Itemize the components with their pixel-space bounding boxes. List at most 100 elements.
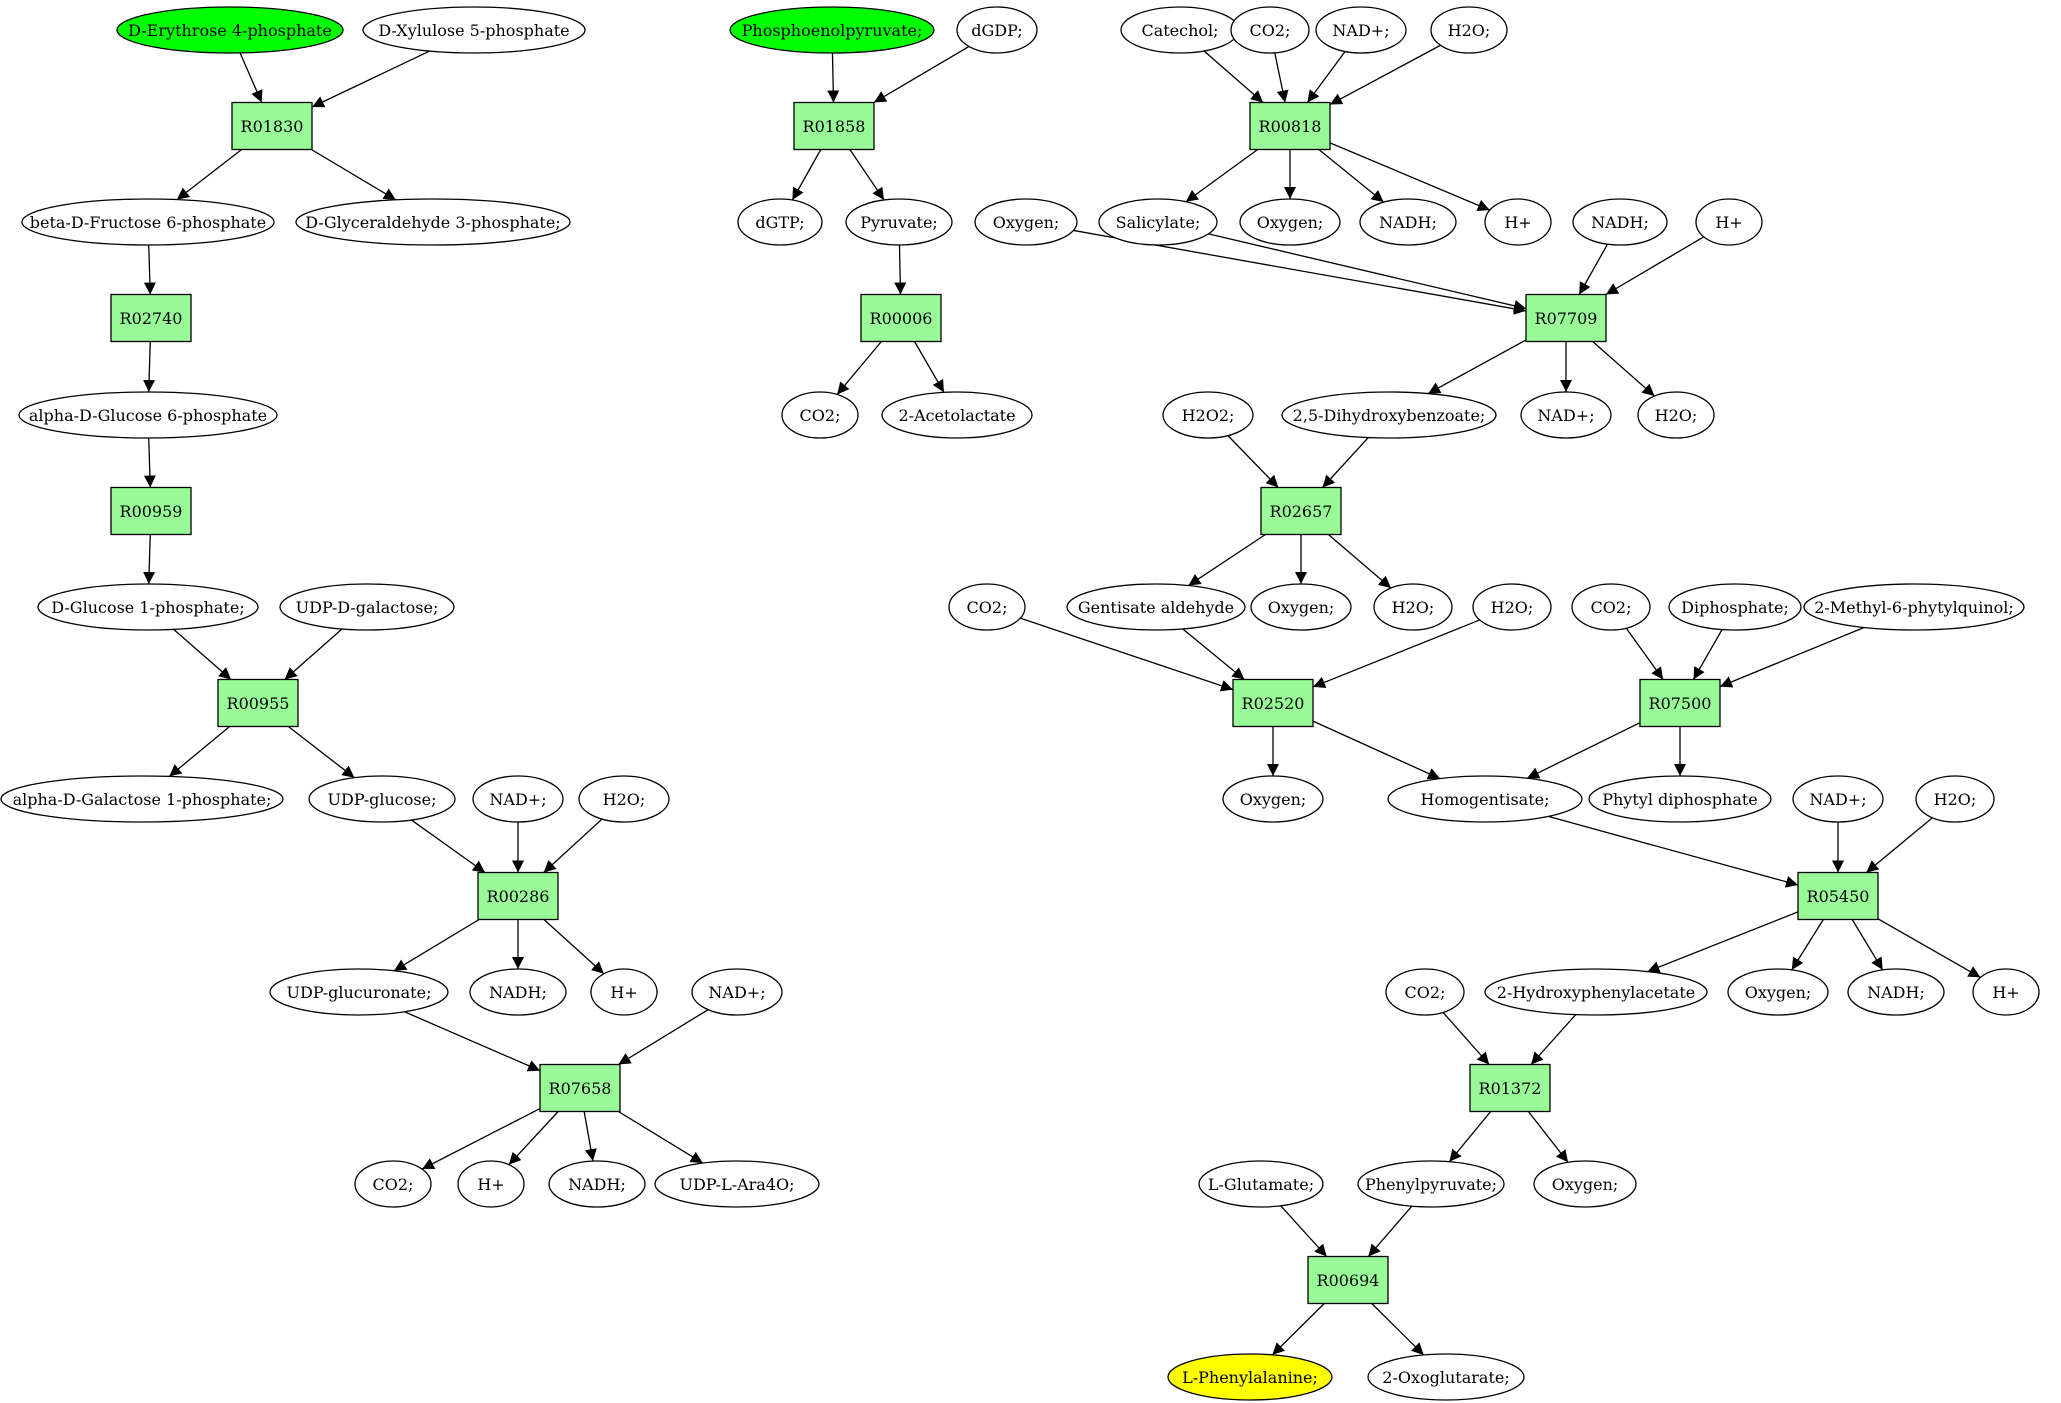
edge-r4-c8 [168, 725, 231, 777]
compound-label: H2O; [1491, 598, 1534, 617]
compound-ellipse [1472, 583, 1552, 631]
reaction-node: R02740 [110, 293, 192, 343]
compound-node: Homogentisate; [1387, 775, 1583, 823]
compound-node: NADH; [1847, 968, 1945, 1016]
compound-node: Oxygen; [1727, 968, 1829, 1016]
compound-ellipse [1315, 6, 1407, 54]
reaction-node: R00818 [1249, 101, 1331, 151]
compound-node: Oxygen; [974, 198, 1078, 246]
compound-ellipse [1533, 1160, 1637, 1208]
compound-node: NAD+; [1792, 775, 1884, 823]
compound-ellipse [1668, 583, 1802, 631]
reaction-label: R01858 [803, 117, 866, 136]
edge-r13-c50 [1526, 722, 1641, 779]
edge-c40-r11 [1227, 435, 1279, 488]
compound-label: dGDP; [971, 21, 1022, 40]
compound-label: Gentisate aldehyde [1078, 598, 1234, 617]
compound-ellipse [0, 775, 284, 823]
edge-c28-r9 [1306, 51, 1346, 103]
compound-node: Catechol; [1120, 6, 1240, 54]
compound-ellipse [279, 583, 455, 631]
compound-label: D-Xylulose 5-phosphate [378, 21, 569, 40]
compound-ellipse [590, 968, 658, 1016]
compound-label: UDP-glucose; [328, 790, 437, 809]
compound-label: H2O; [603, 790, 646, 809]
edge-c48-r13 [1719, 626, 1865, 688]
compound-label: NADH; [568, 1175, 626, 1194]
compound-node: Oxygen; [1222, 775, 1324, 823]
compound-label: CO2; [1250, 21, 1291, 40]
compound-label: H2O; [1655, 406, 1698, 425]
compound-ellipse [1281, 391, 1497, 439]
compound-node: NADH; [1572, 198, 1668, 246]
edge-r8-c25 [914, 341, 945, 393]
edge-r15-c59 [1448, 1111, 1492, 1163]
compound-ellipse [1695, 198, 1763, 246]
edge-c12-r6 [404, 1011, 541, 1072]
compound-node: Phenylpyruvate; [1357, 1160, 1505, 1208]
reaction-label: R07709 [1535, 309, 1598, 328]
compound-ellipse [354, 1160, 432, 1208]
compound-ellipse [1359, 198, 1457, 246]
compound-label: D-Glucose 1-phosphate; [51, 598, 244, 617]
edge-c44-r12 [1020, 617, 1234, 692]
compound-ellipse [1198, 1160, 1324, 1208]
compound-label: L-Phenylalanine; [1182, 1368, 1318, 1387]
edge-c54-r15 [1442, 1011, 1490, 1065]
compound-node: NAD+; [691, 968, 783, 1016]
compound-node: UDP-glucose; [308, 775, 456, 823]
reaction-box [1797, 871, 1879, 921]
reaction-box [110, 486, 192, 536]
compound-label: NADH; [1591, 213, 1649, 232]
compound-node: L-Phenylalanine; [1167, 1353, 1333, 1401]
compound-label: NADH; [489, 983, 547, 1002]
compound-node: NADH; [548, 1160, 646, 1208]
edge-r3-c6 [143, 534, 156, 585]
compound-label: NAD+; [1537, 406, 1594, 425]
reaction-box [477, 871, 559, 921]
edge-r5-c12 [393, 918, 480, 972]
edge-r6-c19 [618, 1110, 704, 1164]
compound-ellipse [1792, 775, 1884, 823]
compound-label: NAD+; [489, 790, 546, 809]
reaction-node: R01830 [231, 101, 313, 151]
compound-label: Pyruvate; [860, 213, 938, 232]
compound-label: 2,5-Dihydroxybenzoate; [1293, 406, 1486, 425]
compound-node: CO2; [1571, 583, 1651, 631]
compound-node: dGDP; [956, 6, 1038, 54]
compound-ellipse [1385, 968, 1465, 1016]
edge-r16-c62 [1271, 1303, 1325, 1356]
compound-node: D-Glucose 1-phosphate; [37, 583, 259, 631]
compound-label: NAD+; [1332, 21, 1389, 40]
edge-c45-r12 [1312, 619, 1481, 689]
edge-r2-c5 [143, 341, 156, 393]
compound-node: L-Glutamate; [1198, 1160, 1324, 1208]
compound-ellipse [1572, 198, 1668, 246]
compound-node: Pyruvate; [845, 198, 953, 246]
reaction-box [1307, 1255, 1389, 1305]
compound-node: UDP-glucuronate; [269, 968, 449, 1016]
compound-node: NAD+; [472, 775, 564, 823]
compound-ellipse [1222, 775, 1324, 823]
edges [143, 44, 1981, 1356]
compound-node: 2-Methyl-6-phytylquinol; [1803, 583, 2025, 631]
edge-c2-r1 [311, 50, 430, 108]
compound-label: Homogentisate; [1421, 790, 1550, 809]
reaction-label: R07658 [549, 1079, 612, 1098]
compound-node: H2O; [1430, 6, 1508, 54]
reaction-label: R05450 [1807, 887, 1870, 906]
compound-node: Phosphoenolpyruvate; [729, 6, 935, 54]
edge-c50-r14 [1548, 815, 1799, 888]
edge-c29-r9 [1329, 44, 1441, 106]
edge-c46-r13 [1625, 627, 1664, 680]
compound-label: NADH; [1867, 983, 1925, 1002]
compound-ellipse [956, 6, 1038, 54]
reaction-label: R00006 [870, 309, 933, 328]
compound-ellipse [1803, 583, 2025, 631]
compound-node: 2,5-Dihydroxybenzoate; [1281, 391, 1497, 439]
edge-c27-r9 [1274, 52, 1289, 103]
reaction-node: R00959 [110, 486, 192, 536]
compound-ellipse [18, 391, 278, 439]
compound-ellipse [1571, 583, 1651, 631]
